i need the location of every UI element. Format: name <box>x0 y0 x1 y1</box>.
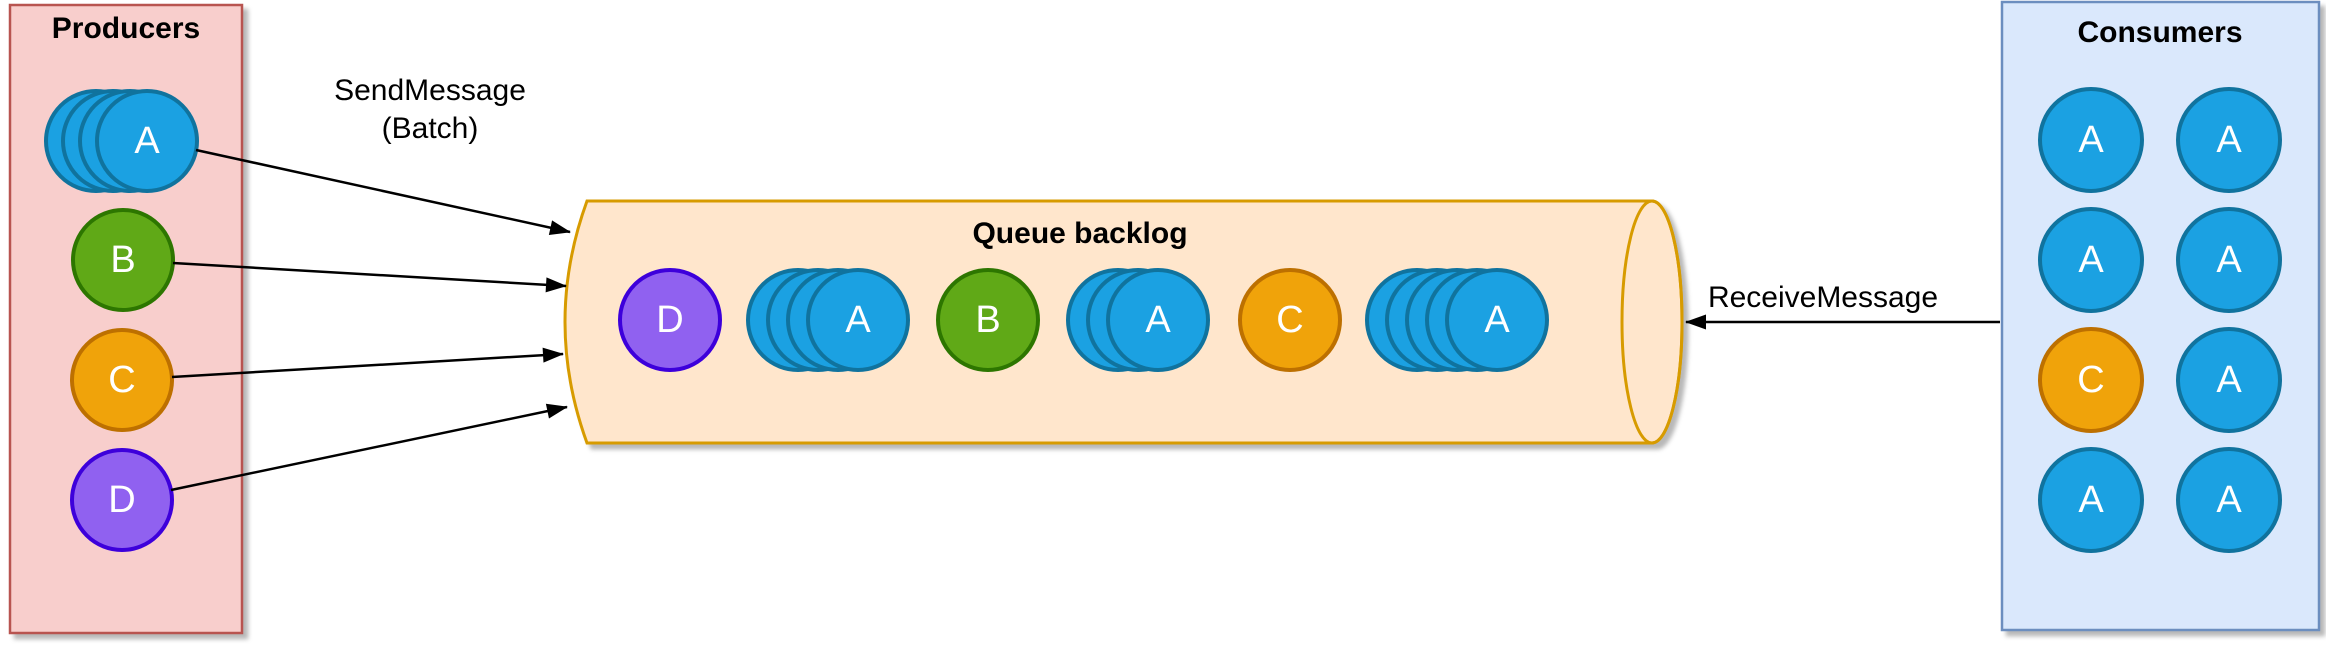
producer-node-c: C <box>70 328 174 432</box>
consumer-node-a: A <box>2176 207 2282 313</box>
circle-label: A <box>2216 479 2242 521</box>
queue-item-node-a: A <box>1365 268 1549 372</box>
circle-label: A <box>134 120 160 162</box>
circle-label: A <box>2078 119 2104 161</box>
consumer-nodes-layer: A A A A C A A A <box>2038 87 2282 553</box>
consumers-box-rect <box>2000 0 2321 632</box>
message-circle <box>71 208 175 312</box>
producers-title: Producers <box>52 12 200 45</box>
message-circle <box>2176 87 2282 193</box>
message-circle <box>618 268 722 372</box>
producer-node-a: A <box>44 89 199 193</box>
queue-cylinder-cap <box>1620 199 1684 445</box>
circle-label: A <box>2216 239 2242 281</box>
arrows-layer <box>170 148 2000 492</box>
message-circle <box>806 268 910 372</box>
circle-label: C <box>108 359 135 401</box>
message-circle <box>2176 327 2282 433</box>
circle-label: A <box>1145 299 1171 341</box>
consumer-node-a: A <box>2038 447 2144 553</box>
circle-label: B <box>975 299 1000 341</box>
circle-label: A <box>1484 299 1510 341</box>
receive-message-label: ReceiveMessage <box>1708 281 1938 314</box>
circle-label: D <box>108 479 135 521</box>
producer-node-d: D <box>70 448 174 552</box>
message-circle <box>2038 447 2144 553</box>
message-circle <box>936 268 1040 372</box>
circle-label: D <box>656 299 683 341</box>
message-circle <box>2176 207 2282 313</box>
circle-label: A <box>845 299 871 341</box>
message-circle <box>1106 268 1210 372</box>
circle-label: B <box>110 239 135 281</box>
queue-item-node-a: A <box>746 268 910 372</box>
message-circle <box>2176 447 2282 553</box>
send-message-arrow <box>172 261 567 293</box>
consumer-node-c: C <box>2038 327 2144 433</box>
queue-item-node-d: D <box>618 268 722 372</box>
queue-item-node-c: C <box>1238 268 1342 372</box>
circle-label: C <box>2077 359 2104 401</box>
circle-label: C <box>1276 299 1303 341</box>
message-circle <box>1445 268 1549 372</box>
consumer-node-a: A <box>2176 447 2282 553</box>
consumer-node-a: A <box>2038 87 2144 193</box>
queue-item-node-b: B <box>936 268 1040 372</box>
send-message-batch-label: (Batch) <box>382 112 479 145</box>
message-circle <box>2038 327 2144 433</box>
message-circle <box>1238 268 1342 372</box>
send-message-label: SendMessage <box>334 74 526 107</box>
send-message-arrow <box>170 403 568 492</box>
message-circle <box>95 89 199 193</box>
message-circle <box>2038 87 2144 193</box>
consumers-title: Consumers <box>2077 16 2242 49</box>
consumer-node-a: A <box>2176 327 2282 433</box>
send-message-arrow <box>171 347 564 379</box>
producer-node-b: B <box>71 208 175 312</box>
consumer-node-a: A <box>2176 87 2282 193</box>
circle-label: A <box>2078 479 2104 521</box>
queue-item-node-a: A <box>1066 268 1210 372</box>
consumer-node-a: A <box>2038 207 2144 313</box>
queue-backlog-title: Queue backlog <box>972 217 1187 250</box>
message-circle <box>70 328 174 432</box>
message-circle <box>2038 207 2144 313</box>
circle-label: A <box>2216 119 2242 161</box>
send-message-arrow <box>195 148 571 236</box>
producer-nodes-layer: A B C D <box>44 89 199 552</box>
circle-label: A <box>2078 239 2104 281</box>
message-circle <box>70 448 174 552</box>
consumers-box <box>2000 0 2321 632</box>
circle-label: A <box>2216 359 2242 401</box>
